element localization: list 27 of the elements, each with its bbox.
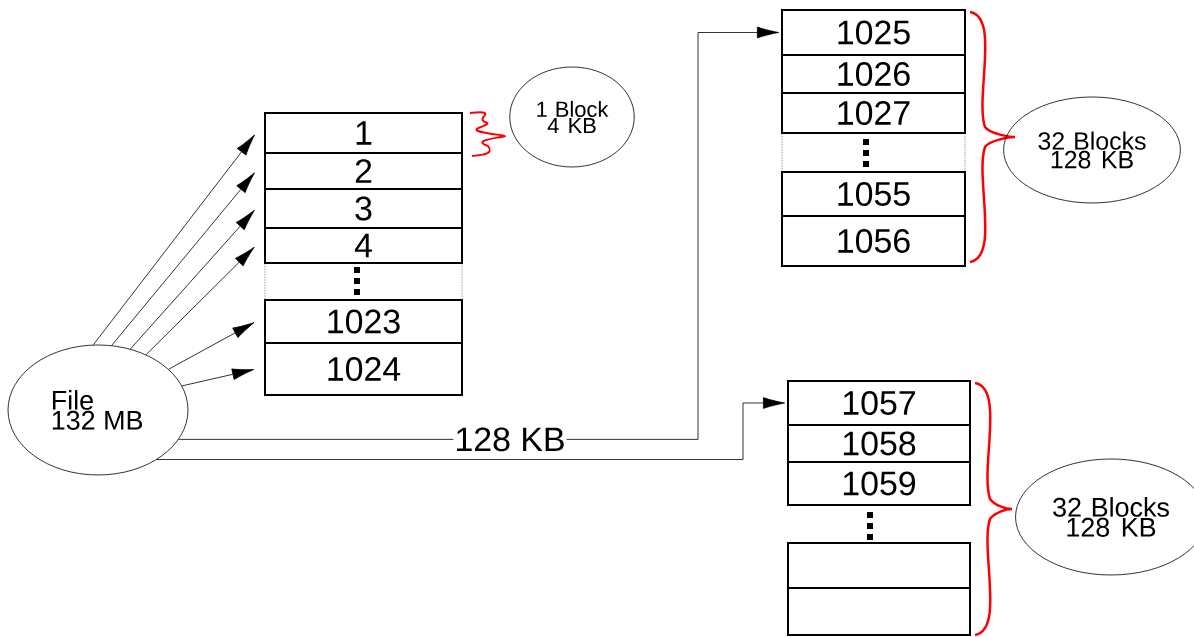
arrow	[168, 322, 255, 370]
block-cell: 4	[264, 227, 463, 264]
block-cell: 1057	[787, 380, 971, 426]
empty-cell	[787, 542, 971, 589]
block-cell: 2	[264, 152, 463, 190]
edge-label: 128 KB	[453, 426, 567, 453]
ellipse-node: 1 Block 4 KB	[509, 66, 635, 168]
arrow	[181, 368, 255, 387]
arrow	[111, 172, 255, 346]
arrow	[156, 397, 785, 460]
block-cell: 1025	[781, 9, 966, 56]
block-cell: 1027	[781, 92, 966, 134]
block-cell: 3	[264, 188, 463, 229]
block-cell: 1023	[264, 299, 463, 344]
block-cell: 1055	[781, 171, 966, 217]
block-cell: 1	[264, 112, 463, 154]
arrow	[130, 209, 255, 350]
arrow	[145, 246, 255, 356]
ellipse-node: File 132 MB	[7, 344, 189, 476]
block-cell: 1024	[264, 342, 463, 396]
block-cell: 1059	[787, 461, 971, 506]
empty-cell	[787, 587, 971, 636]
block-cell: 1058	[787, 424, 971, 463]
block-cell: 1056	[781, 215, 966, 267]
ellipse-node: 32 Blocks 128 KB	[1003, 96, 1181, 204]
block-cell: 1026	[781, 54, 966, 94]
arrow	[93, 134, 255, 346]
